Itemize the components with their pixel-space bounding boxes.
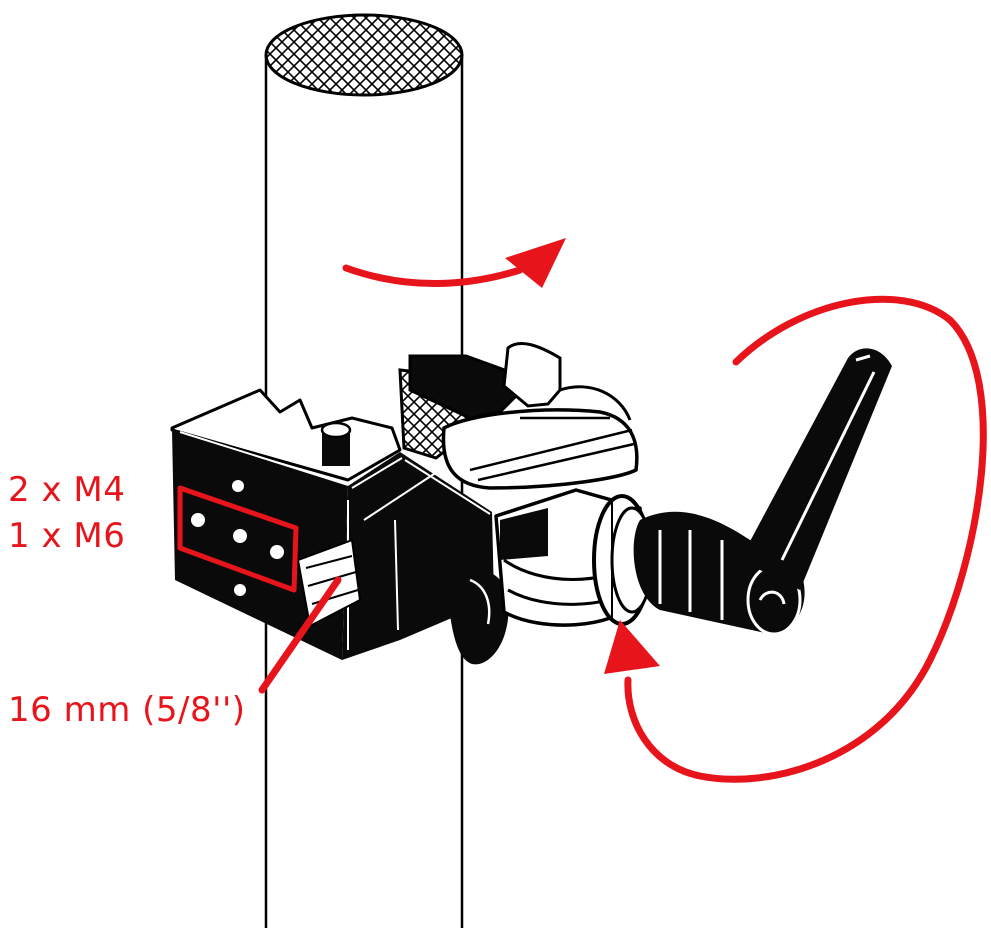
- holes-label-m4: 2 x M4: [8, 470, 126, 510]
- pipe-size-label: 16 mm (5/8''): [8, 690, 246, 730]
- mounting-holes: [191, 480, 284, 596]
- clamp-block: [170, 388, 494, 660]
- holes-label-m6: 1 x M6: [8, 516, 126, 556]
- wing-knob: [633, 348, 892, 636]
- pole: [264, 13, 464, 928]
- pipe-size-leader: [258, 576, 342, 694]
- circular-arrow-icon: [604, 295, 987, 783]
- mounting-holes-highlight: [177, 485, 299, 593]
- thumb-screw: [418, 569, 509, 665]
- curved-arrow-right-icon: [342, 238, 566, 288]
- upper-jaw: [408, 342, 639, 490]
- pole-top-mesh: [264, 13, 464, 97]
